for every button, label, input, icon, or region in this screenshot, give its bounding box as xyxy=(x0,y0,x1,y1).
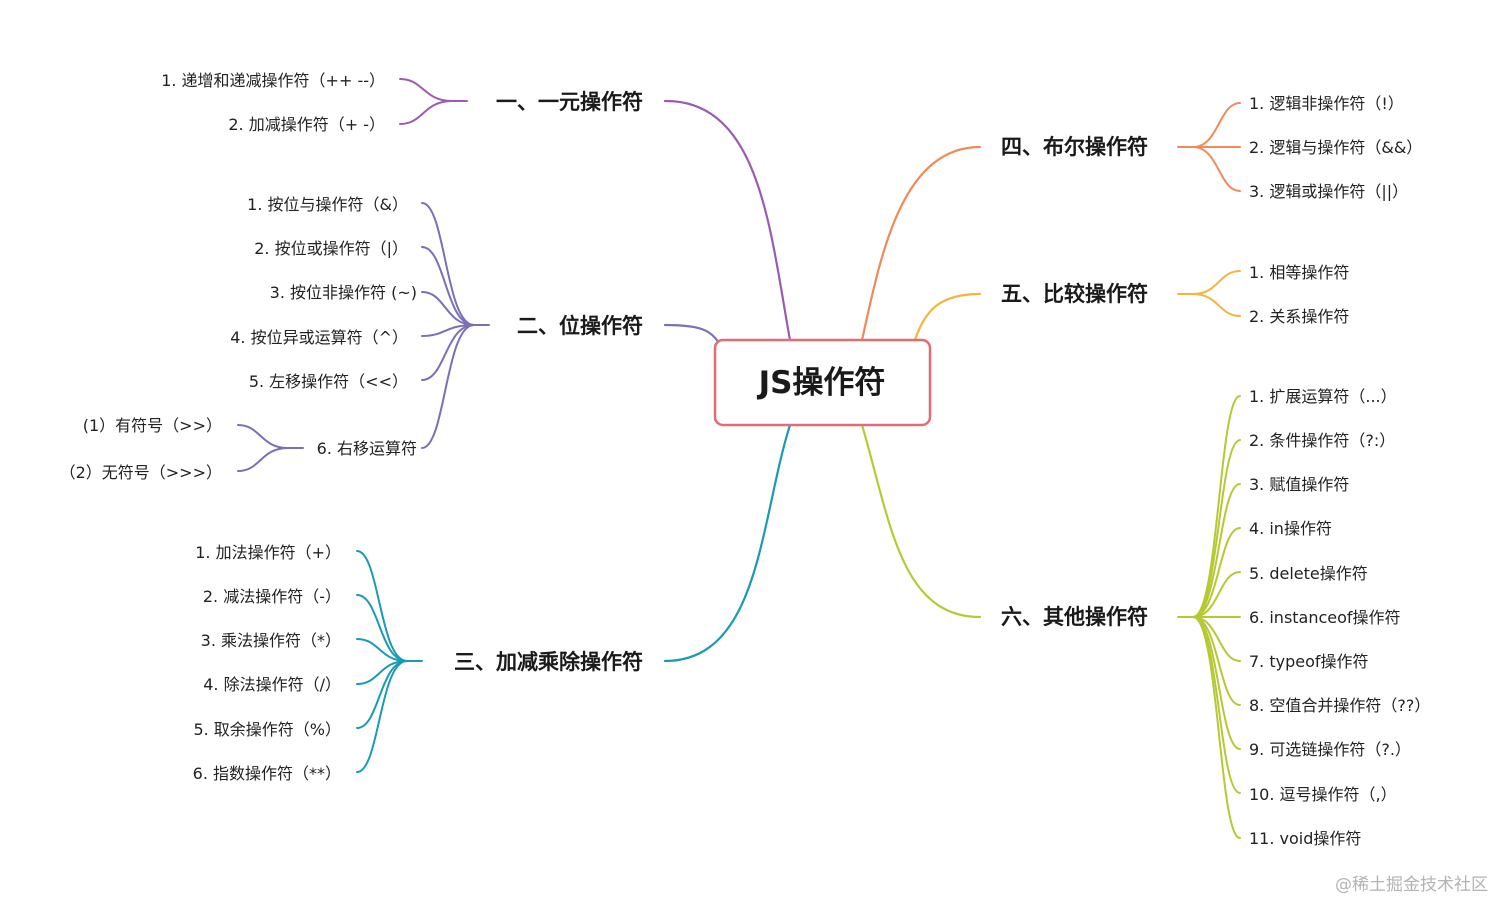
branch-label-unary[interactable]: 一、一元操作符 xyxy=(496,90,643,114)
branch-label-bitwise[interactable]: 二、位操作符 xyxy=(517,314,643,338)
leaf-arith-4[interactable]: 4. 除法操作符（/） xyxy=(203,675,341,694)
leaf-other-9[interactable]: 9. 可选链操作符（?.） xyxy=(1249,740,1411,759)
leaf-link-bitwise-2 xyxy=(421,246,475,326)
leaf-compare-2[interactable]: 2. 关系操作符 xyxy=(1249,307,1349,326)
leaf-link-unary-1 xyxy=(399,78,453,102)
root-link-bitwise xyxy=(663,323,722,347)
leaf-unary-2[interactable]: 2. 加减操作符（+ -） xyxy=(228,115,385,134)
leaf-link-arith-3 xyxy=(356,638,408,662)
leaf-link-other-3 xyxy=(1192,483,1241,618)
leaf-boolean-2[interactable]: 2. 逻辑与操作符（&&） xyxy=(1249,138,1422,157)
root-link-compare xyxy=(913,292,982,342)
leaf-boolean-1[interactable]: 1. 逻辑非操作符（!） xyxy=(1249,94,1404,113)
leaf-other-4[interactable]: 4. in操作符 xyxy=(1249,519,1332,538)
branch-label-other[interactable]: 六、其他操作符 xyxy=(1001,605,1148,629)
leaf-link-bitwise-6-2 xyxy=(237,447,289,472)
leaf-link-other-4 xyxy=(1192,527,1241,618)
leaf-link-boolean-3 xyxy=(1192,146,1241,192)
leaf-link-other-1 xyxy=(1192,395,1241,618)
branch-label-arith[interactable]: 三、加减乘除操作符 xyxy=(454,650,643,674)
leaf-link-other-5 xyxy=(1192,571,1241,618)
leaf-link-unary-2 xyxy=(399,100,453,125)
leaf-link-bitwise-6-1 xyxy=(237,424,289,449)
leaf-arith-1[interactable]: 1. 加法操作符（+） xyxy=(195,543,341,562)
leaf-link-arith-6 xyxy=(356,660,408,773)
leaf-other-11[interactable]: 11. void操作符 xyxy=(1249,829,1361,848)
branch-label-boolean[interactable]: 四、布尔操作符 xyxy=(1001,135,1148,159)
leaf-link-other-2 xyxy=(1192,439,1241,618)
leaf-other-8[interactable]: 8. 空值合并操作符（??） xyxy=(1249,696,1430,715)
leaf-unary-1[interactable]: 1. 递增和递减操作符（++ --） xyxy=(161,71,385,90)
leaf-link-bitwise-1 xyxy=(421,202,475,326)
leaf-boolean-3[interactable]: 3. 逻辑或操作符（||） xyxy=(1249,182,1408,201)
leaf-other-7[interactable]: 7. typeof操作符 xyxy=(1249,652,1369,671)
leaf-other-1[interactable]: 1. 扩展运算符（...） xyxy=(1249,387,1397,406)
leaf-link-arith-2 xyxy=(356,594,408,662)
leaf-arith-2[interactable]: 2. 减法操作符（-） xyxy=(203,587,341,606)
leaf-bitwise-6-1[interactable]: (1）有符号（>>） xyxy=(83,416,222,435)
branch-label-compare[interactable]: 五、比较操作符 xyxy=(1001,282,1148,306)
root-box xyxy=(713,338,932,427)
leaf-link-bitwise-3 xyxy=(421,291,475,326)
leaf-bitwise-2[interactable]: 2. 按位或操作符（|） xyxy=(254,239,408,258)
leaf-bitwise-1[interactable]: 1. 按位与操作符（&） xyxy=(247,195,408,214)
root-link-arith xyxy=(663,423,792,663)
watermark: @稀土掘金技术社区 xyxy=(1335,875,1488,895)
connectors xyxy=(237,78,1241,839)
leaf-bitwise-6[interactable]: 6. 右移运算符 xyxy=(317,439,417,458)
leaf-other-6[interactable]: 6. instanceof操作符 xyxy=(1249,608,1401,627)
root-link-other xyxy=(860,423,982,619)
root-link-unary xyxy=(663,99,792,342)
leaf-other-2[interactable]: 2. 条件操作符（?:） xyxy=(1249,431,1395,450)
leaf-link-bitwise-5 xyxy=(421,324,475,381)
leaf-link-arith-1 xyxy=(356,550,408,662)
leaf-other-5[interactable]: 5. delete操作符 xyxy=(1249,564,1368,583)
leaf-other-3[interactable]: 3. 赋值操作符 xyxy=(1249,475,1349,494)
leaf-other-10[interactable]: 10. 逗号操作符（,） xyxy=(1249,785,1397,804)
leaf-compare-1[interactable]: 1. 相等操作符 xyxy=(1249,263,1349,282)
leaf-bitwise-4[interactable]: 4. 按位异或运算符（^） xyxy=(230,328,408,347)
leaf-arith-3[interactable]: 3. 乘法操作符（*） xyxy=(201,631,341,650)
leaf-link-other-7 xyxy=(1192,616,1241,662)
leaf-link-boolean-1 xyxy=(1192,102,1241,148)
root-node[interactable]: JS操作符 xyxy=(713,338,932,427)
leaf-bitwise-5[interactable]: 5. 左移操作符（<<） xyxy=(249,372,408,391)
leaf-arith-5[interactable]: 5. 取余操作符（%） xyxy=(193,720,341,739)
leaf-arith-6[interactable]: 6. 指数操作符（**） xyxy=(193,764,341,783)
root-label: JS操作符 xyxy=(757,365,886,401)
leaf-link-other-11 xyxy=(1192,616,1241,839)
leaf-link-compare-1 xyxy=(1192,270,1241,295)
leaf-bitwise-3[interactable]: 3. 按位非操作符 (~) xyxy=(270,283,417,302)
leaf-bitwise-6-2[interactable]: （2）无符号（>>>） xyxy=(60,463,222,482)
leaf-link-compare-2 xyxy=(1192,293,1241,317)
root-link-boolean xyxy=(860,145,982,342)
leaf-link-bitwise-6 xyxy=(421,324,475,449)
